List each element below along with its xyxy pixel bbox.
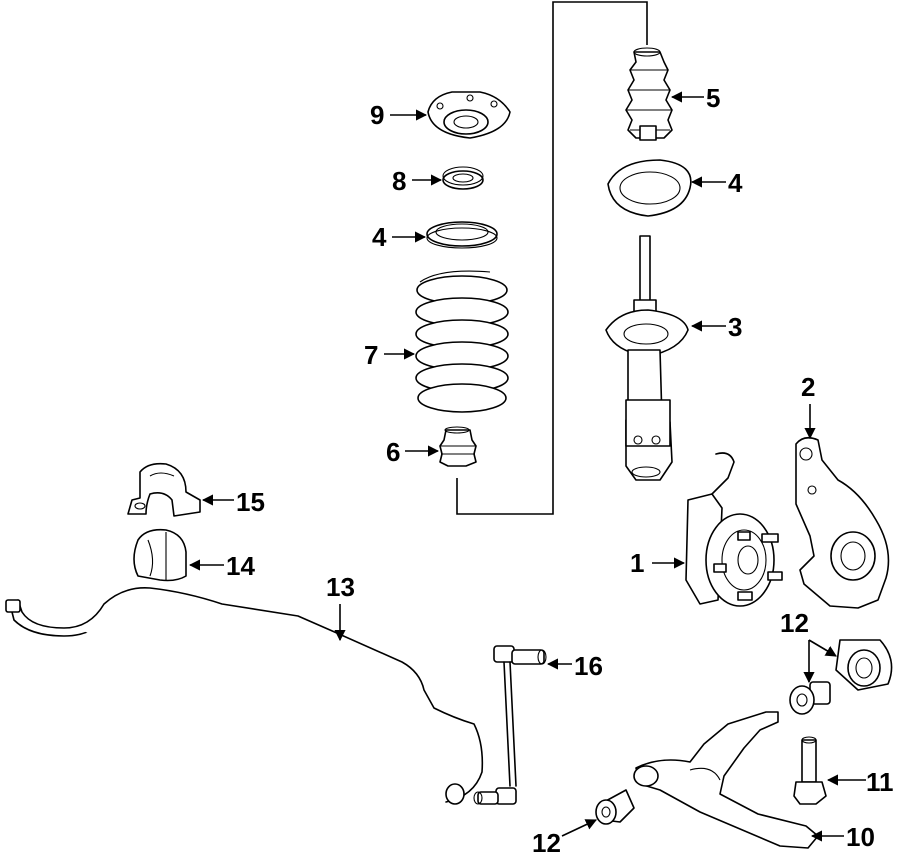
callout-12-upper: 12 <box>780 608 809 638</box>
callout-8: 8 <box>392 166 406 196</box>
part-10-lower-control-arm <box>633 711 819 849</box>
part-5-dust-boot <box>625 47 673 141</box>
callout-15: 15 <box>236 487 265 517</box>
part-12-bushing-lower <box>595 789 635 825</box>
callout-4-right: 4 <box>728 168 743 198</box>
part-14-stabilizer-bushing <box>133 528 187 582</box>
callout-2: 2 <box>801 372 815 402</box>
callout-10: 10 <box>846 822 875 852</box>
callout-16: 16 <box>574 651 603 681</box>
part-8-bearing <box>442 166 484 190</box>
callout-9: 9 <box>370 100 384 130</box>
part-16-stabilizer-link <box>473 645 547 805</box>
callout-3: 3 <box>728 312 742 342</box>
callout-1: 1 <box>630 548 644 578</box>
callout-13: 13 <box>326 572 355 602</box>
leader-12a-2 <box>808 639 837 657</box>
part-9-strut-mount <box>427 91 511 139</box>
part-7-coil-spring <box>415 270 509 413</box>
callout-5: 5 <box>706 83 720 113</box>
callout-4-left: 4 <box>372 222 387 252</box>
callout-7: 7 <box>364 340 378 370</box>
part-3-strut <box>605 235 689 481</box>
callout-11: 11 <box>866 767 894 797</box>
part-4-spring-seat-right <box>607 159 692 217</box>
part-2-steering-knuckle <box>795 436 890 609</box>
part-15-stabilizer-bracket <box>127 462 201 517</box>
leader-12b <box>561 819 598 837</box>
assembly-bracket-line <box>456 1 648 515</box>
part-12-bushing-large <box>835 639 893 691</box>
callout-12-lower: 12 <box>532 828 561 858</box>
part-11-bolt <box>793 736 827 805</box>
callout-14: 14 <box>226 551 255 581</box>
part-1-hub-bearing <box>685 452 783 607</box>
part-6-bump-stop <box>439 426 477 467</box>
part-12-bushing-small <box>789 681 831 715</box>
callout-6: 6 <box>386 437 400 467</box>
part-13-stabilizer-bar <box>5 587 484 805</box>
part-4-spring-seat-left <box>426 221 498 249</box>
